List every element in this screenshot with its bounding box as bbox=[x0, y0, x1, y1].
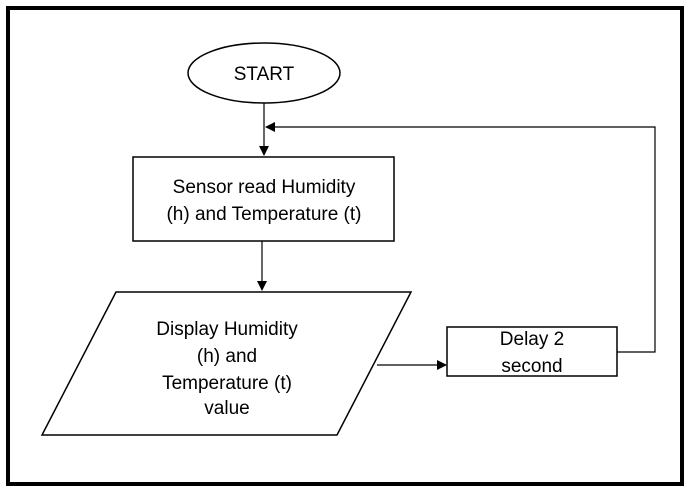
read-label-line-1: Sensor read Humidity bbox=[173, 177, 356, 198]
delay-label-line-2: second bbox=[501, 356, 562, 377]
display-label-line-3: Temperature (t) bbox=[162, 373, 292, 394]
display-parallelogram bbox=[40, 291, 413, 436]
display-label-line-4: value bbox=[204, 398, 249, 419]
start-label: START bbox=[234, 64, 295, 85]
delay-label-line-1: Delay 2 bbox=[500, 329, 564, 350]
start-node: START bbox=[187, 42, 341, 104]
read-label-line-2: (h) and Temperature (t) bbox=[166, 204, 361, 225]
loop-back-connector bbox=[265, 122, 656, 353]
display-label-line-1: Display Humidity bbox=[156, 319, 298, 340]
delay-node: Delay 2 second bbox=[446, 326, 618, 377]
read-node: Sensor read Humidity (h) and Temperature… bbox=[132, 156, 395, 242]
read-box bbox=[132, 156, 395, 242]
display-label-line-2: (h) and bbox=[197, 346, 257, 367]
display-node: Display Humidity (h) and Temperature (t)… bbox=[40, 291, 413, 436]
